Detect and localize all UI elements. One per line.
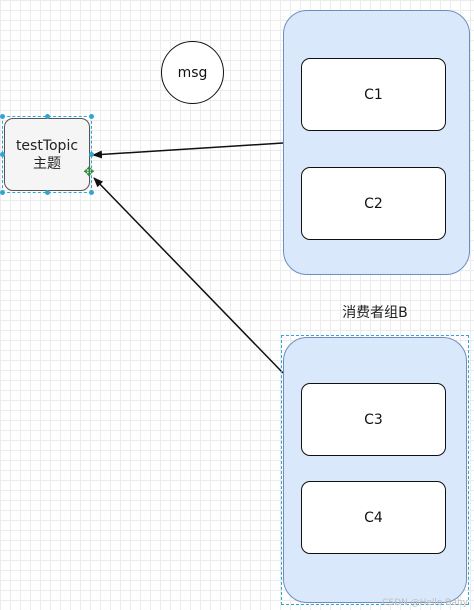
consumer-c4[interactable]: C4 [301, 481, 446, 554]
consumer-c1-label: C1 [364, 86, 383, 103]
consumer-group-b[interactable] [283, 337, 467, 603]
consumer-c1[interactable]: C1 [301, 58, 446, 131]
consumer-c2-label: C2 [364, 195, 383, 212]
edge-group-a-to-topic[interactable] [92, 142, 284, 159]
consumer-c3[interactable]: C3 [301, 383, 446, 456]
msg-label: msg [177, 64, 208, 81]
consumer-c3-label: C3 [364, 411, 383, 428]
move-icon[interactable]: ✥ [83, 165, 95, 180]
group-b-label: 消费者组B [342, 305, 408, 321]
topic-node[interactable]: testTopic 主题 [4, 118, 90, 191]
topic-name: testTopic [15, 137, 79, 154]
topic-subtitle: 主题 [33, 155, 61, 172]
group-b-selection-outline [281, 335, 469, 605]
msg-node[interactable]: msg [161, 41, 224, 104]
consumer-c4-label: C4 [364, 509, 383, 526]
edge-group-b-to-topic[interactable] [93, 177, 284, 374]
consumer-c2[interactable]: C2 [301, 167, 446, 240]
watermark: CSDN @Hello Baby [382, 598, 468, 608]
